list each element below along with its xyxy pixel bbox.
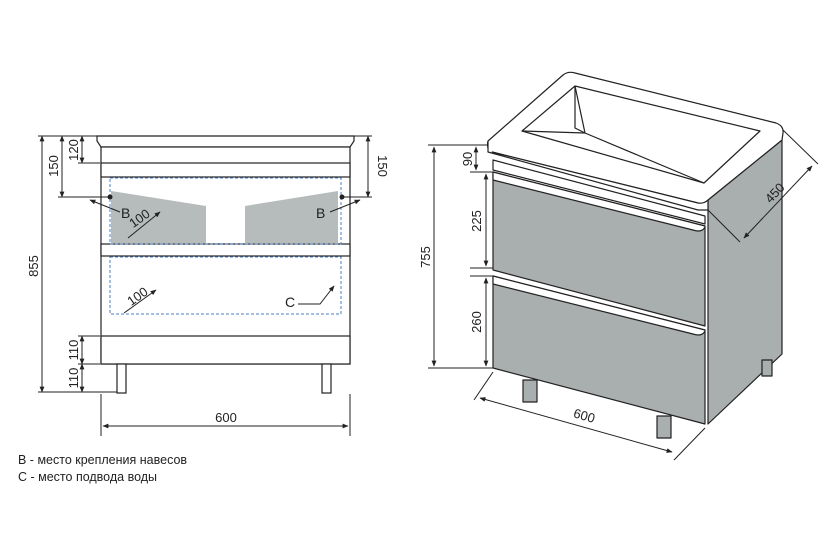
right-leg [321, 363, 332, 394]
iso-leg-left [522, 379, 538, 403]
dim-110-legs: 110 [66, 368, 81, 389]
dim-755: 755 [418, 246, 433, 268]
dim-150-right: 150 [375, 155, 390, 177]
left-leg [116, 363, 127, 394]
dim-90: 90 [460, 152, 475, 166]
dim-600-front: 600 [215, 410, 237, 425]
iso-leg-back [761, 359, 773, 377]
dim-110-drawer: 110 [66, 340, 81, 361]
lower-dashed-outline [109, 256, 342, 315]
dim-855: 855 [26, 255, 41, 277]
front-view [96, 135, 355, 394]
dim-120: 120 [66, 139, 81, 161]
marker-c: C [285, 294, 295, 310]
dim-225: 225 [469, 210, 484, 232]
legend-b: B - место крепления навесов [18, 453, 188, 467]
dim-600-iso: 600 [572, 405, 597, 425]
front-dimension-lines [38, 135, 372, 436]
iso-leg-right [656, 415, 672, 439]
upper-dashed-outline [109, 177, 342, 245]
iso-dimension-lines [428, 129, 819, 461]
dim-150-left: 150 [46, 155, 61, 177]
iso-basin [521, 85, 761, 184]
dim-260: 260 [469, 311, 484, 333]
iso-view [486, 71, 784, 439]
marker-b-left: B [121, 205, 130, 221]
countertop-outline [96, 135, 355, 148]
upper-drawer-shape-right [245, 191, 338, 243]
marker-b-right: B [316, 205, 325, 221]
legend-c: C - место подвода воды [18, 470, 158, 484]
iso-countertop-front [487, 141, 709, 211]
